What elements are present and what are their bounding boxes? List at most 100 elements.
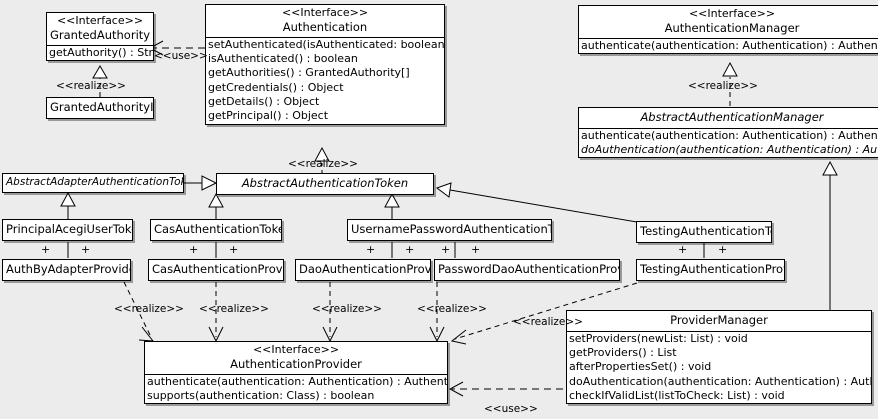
class-member: setAuthenticated(isAuthenticated: boolea… — [208, 37, 445, 51]
label-realize-dao-provider: <<realize>> — [312, 303, 382, 315]
class-stereotype: <<Interface>> — [56, 14, 144, 27]
assoc-marker-plus: + — [678, 243, 688, 256]
class-auth-by-adapter-provider[interactable]: AuthByAdapterProvider — [2, 259, 131, 281]
class-member: getDetails() : Object — [208, 94, 320, 108]
label-use-provider-manager: <<use>> — [484, 403, 538, 415]
class-abstract-authentication-token[interactable]: AbstractAuthenticationToken — [216, 173, 434, 195]
class-member: afterPropertiesSet() : void — [569, 360, 712, 374]
class-name: PrincipalAcegiUserToken — [6, 222, 133, 236]
label-realize-abstract-authentication-token: <<realize>> — [288, 158, 358, 170]
assoc-marker-plus: + — [405, 243, 415, 256]
class-header: PrincipalAcegiUserToken — [3, 220, 132, 240]
class-authentication-provider[interactable]: <<Interface>> AuthenticationProvider aut… — [144, 341, 448, 405]
class-header: AuthByAdapterProvider — [3, 260, 130, 280]
class-name: TestingAuthenticationToken — [640, 224, 771, 238]
class-member: doAuthentication(authentication: Authent… — [581, 143, 878, 157]
class-member: getAuthorities() : GrantedAuthority[] — [208, 66, 410, 80]
label-realize-cas-provider: <<realize>> — [199, 303, 269, 315]
assoc-marker-plus: + — [41, 243, 51, 256]
class-header: ProviderManager — [567, 311, 871, 331]
class-granted-authority[interactable]: <<Interface>> GrantedAuthority getAuthor… — [46, 12, 154, 62]
class-name: AbstractAdapterAuthenticationToken — [6, 176, 184, 188]
class-member: doAuthentication(authentication: Authent… — [569, 374, 871, 388]
class-members: setProviders(newList: List) : void getPr… — [567, 332, 871, 403]
class-stereotype: <<Interface>> — [281, 6, 369, 19]
class-name: AuthByAdapterProvider — [6, 262, 131, 276]
class-name: GrantedAuthorityImpl — [50, 100, 154, 114]
class-header: <<Interface>> Authentication — [206, 5, 444, 37]
class-member: supports(authentication: Class) : boolea… — [147, 389, 375, 403]
class-authentication-manager[interactable]: <<Interface>> AuthenticationManager auth… — [578, 5, 878, 55]
class-header: <<Interface>> AuthenticationManager — [579, 6, 878, 38]
class-members: setAuthenticated(isAuthenticated: boolea… — [206, 38, 444, 124]
class-header: CasAuthenticationToken — [151, 220, 281, 240]
class-member: authenticate(authentication: Authenticat… — [581, 128, 878, 142]
class-header: <<Interface>> GrantedAuthority — [47, 13, 153, 45]
class-divider — [206, 36, 444, 38]
class-name: ProviderManager — [670, 313, 768, 327]
label-realize-abstract-authentication-manager: <<realize>> — [688, 80, 758, 92]
class-member: getProviders() : List — [569, 346, 677, 360]
class-testing-authentication-provider[interactable]: TestingAuthenticationProvider — [636, 259, 785, 281]
class-stereotype: <<Interface>> — [252, 343, 340, 356]
class-header: AbstractAdapterAuthenticationToken — [3, 174, 183, 192]
assoc-marker-plus: + — [366, 243, 376, 256]
class-divider — [145, 373, 447, 375]
class-header: GrantedAuthorityImpl — [47, 98, 153, 118]
class-provider-manager[interactable]: ProviderManager setProviders(newList: Li… — [566, 310, 872, 405]
class-divider — [579, 127, 878, 129]
class-member: getCredentials() : Object — [208, 80, 344, 94]
assoc-marker-plus: + — [81, 243, 91, 256]
label-realize-auth-by-adapter: <<realize>> — [114, 303, 184, 315]
class-name: DaoAuthenticationProvider — [299, 262, 431, 276]
class-username-password-authentication-token[interactable]: UsernamePasswordAuthenticationToken — [347, 219, 552, 241]
class-cas-authentication-provider[interactable]: CasAuthenticationProvider — [148, 259, 284, 281]
assoc-marker-plus: + — [189, 243, 199, 256]
class-member: checkIfValidList(listToCheck: List) : vo… — [569, 388, 785, 402]
class-name: Authentication — [282, 20, 368, 35]
class-principal-acegi-user-token[interactable]: PrincipalAcegiUserToken — [2, 219, 133, 241]
class-header: AbstractAuthenticationManager — [579, 108, 878, 128]
class-name: CasAuthenticationProvider — [152, 262, 283, 276]
class-granted-authority-impl[interactable]: GrantedAuthorityImpl — [46, 97, 154, 119]
class-cas-authentication-token[interactable]: CasAuthenticationToken — [150, 219, 282, 241]
assoc-marker-plus: + — [471, 243, 481, 256]
label-realize-testing-provider: <<realize>> — [513, 316, 583, 328]
class-name: CasAuthenticationToken — [154, 222, 282, 236]
class-members: authenticate(authentication: Authenticat… — [579, 129, 878, 158]
label-realize-granted-authority-impl: <<realize>> — [56, 80, 126, 92]
assoc-marker-plus: + — [718, 243, 728, 256]
class-header: CasAuthenticationProvider — [149, 260, 283, 280]
class-abstract-adapter-authentication-token[interactable]: AbstractAdapterAuthenticationToken — [2, 173, 184, 194]
label-realize-password-dao-provider: <<realize>> — [417, 303, 487, 315]
class-testing-authentication-token[interactable]: TestingAuthenticationToken — [636, 221, 772, 243]
class-members: authenticate(authentication: Authenticat… — [145, 375, 447, 404]
class-header: TestingAuthenticationProvider — [637, 260, 784, 280]
class-name: AbstractAuthenticationToken — [241, 176, 409, 190]
class-name: AbstractAuthenticationManager — [640, 110, 824, 124]
label-use-granted-authority: <<use>> — [154, 50, 208, 62]
class-dao-authentication-provider[interactable]: DaoAuthenticationProvider — [295, 259, 431, 281]
class-authentication[interactable]: <<Interface>> Authentication setAuthenti… — [205, 4, 445, 125]
assoc-marker-plus: + — [441, 243, 451, 256]
class-password-dao-authentication-provider[interactable]: PasswordDaoAuthenticationProvider — [434, 259, 620, 281]
class-member: isAuthenticated() : boolean — [208, 52, 358, 66]
class-divider — [47, 44, 153, 46]
class-members: authenticate(authentication: Authenticat… — [579, 39, 878, 53]
class-member: getPrincipal() : Object — [208, 109, 329, 123]
class-stereotype: <<Interface>> — [688, 7, 776, 20]
class-name: AuthenticationProvider — [230, 357, 362, 372]
class-name: TestingAuthenticationProvider — [640, 262, 784, 276]
class-header: DaoAuthenticationProvider — [296, 260, 430, 280]
class-member: authenticate(authentication: Authenticat… — [581, 38, 878, 52]
class-header: UsernamePasswordAuthenticationToken — [348, 220, 551, 240]
class-member: authenticate(authentication: Authenticat… — [147, 374, 448, 388]
class-name: UsernamePasswordAuthenticationToken — [351, 222, 551, 236]
class-name: GrantedAuthority — [50, 28, 151, 43]
class-abstract-authentication-manager[interactable]: AbstractAuthenticationManager authentica… — [578, 107, 878, 159]
class-header: <<Interface>> AuthenticationProvider — [145, 342, 447, 374]
class-name: PasswordDaoAuthenticationProvider — [438, 262, 619, 276]
class-divider — [579, 37, 878, 39]
class-name: AuthenticationManager — [664, 21, 800, 36]
class-header: TestingAuthenticationToken — [637, 222, 771, 242]
